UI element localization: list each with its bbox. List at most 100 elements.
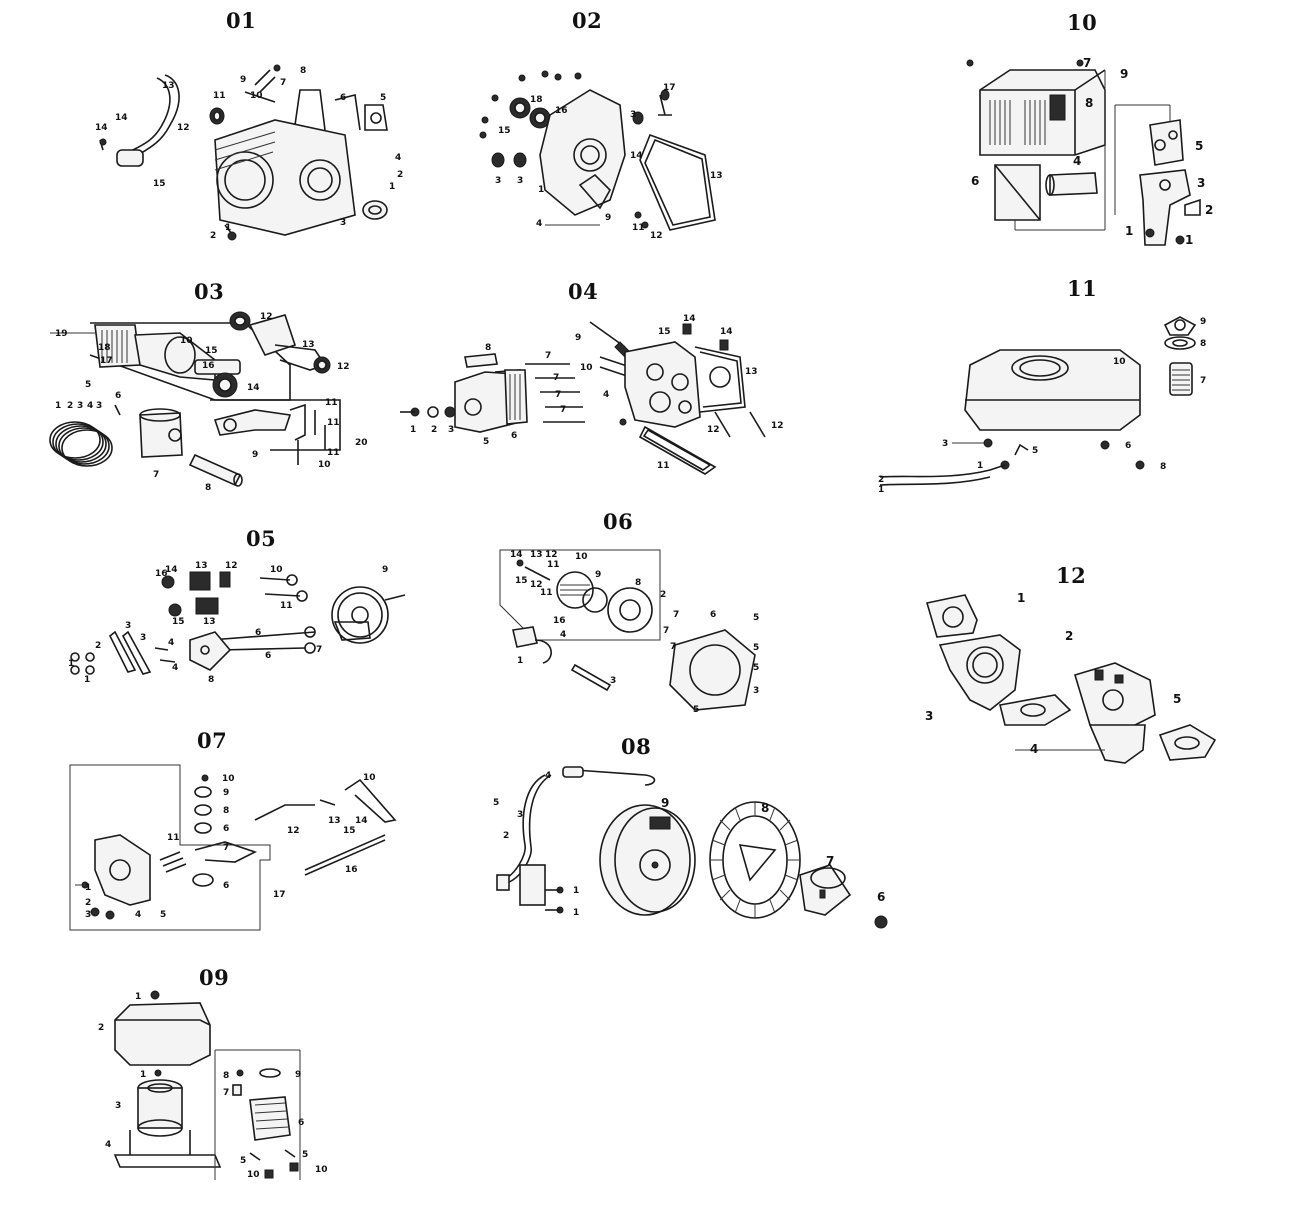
label-10-2: 2 (1205, 203, 1213, 217)
section-title-11: 11 (1067, 276, 1098, 301)
label-05-1b: 1 (84, 675, 90, 685)
label-10-4: 4 (1073, 154, 1081, 168)
label-07-11: 11 (167, 833, 180, 843)
label-03-16: 16 (202, 361, 215, 371)
label-02-12: 12 (650, 231, 663, 241)
label-10-1b: 1 (1185, 233, 1193, 247)
label-08-1b: 1 (573, 908, 579, 918)
label-09-1a: 1 (135, 992, 141, 1002)
label-03-20: 20 (355, 438, 368, 448)
label-12-5: 5 (1173, 692, 1181, 706)
label-02-11: 11 (632, 223, 645, 233)
label-04-7d: 7 (560, 405, 566, 415)
label-12-2: 2 (1065, 629, 1073, 643)
label-01-9: 9 (240, 75, 246, 85)
label-06-9: 9 (595, 570, 601, 580)
label-02-13: 13 (710, 171, 723, 181)
label-04-9: 9 (575, 333, 581, 343)
label-06-8: 8 (635, 578, 641, 588)
label-09-5a: 5 (240, 1156, 246, 1166)
label-10-9: 9 (1120, 67, 1128, 81)
label-03-15: 15 (205, 346, 218, 356)
section-title-03: 03 (194, 279, 225, 304)
label-03-8: 8 (205, 483, 211, 493)
label-08-8: 8 (761, 801, 769, 815)
label-03-9: 9 (252, 450, 258, 460)
label-07-13: 13 (328, 816, 341, 826)
label-05-4a: 4 (168, 638, 174, 648)
label-06-16: 16 (553, 616, 566, 626)
label-03-18: 18 (98, 343, 111, 353)
label-08-5: 5 (493, 798, 499, 808)
label-01-1b: 1 (225, 223, 231, 233)
diagram-05-valve-train: 16 14 13 12 15 13 10 11 9 2 3 3 4 4 6 6 … (60, 560, 415, 690)
label-03-11a: 11 (325, 398, 338, 408)
label-09-7: 7 (223, 1088, 229, 1098)
label-09-4: 4 (105, 1140, 111, 1150)
diagram-01-crankcase: 8 9 7 10 11 13 12 14 14 15 6 5 4 2 1 3 1… (85, 50, 415, 255)
label-06-7b: 7 (663, 626, 669, 636)
label-07-7: 7 (223, 843, 229, 853)
label-03-5: 5 (85, 380, 91, 390)
section-title-02: 02 (572, 8, 603, 33)
section-title-07: 07 (197, 728, 228, 753)
label-08-1a: 1 (573, 886, 579, 896)
label-02-1: 1 (538, 185, 544, 195)
label-06-13: 13 (530, 550, 543, 560)
label-12-4: 4 (1030, 742, 1038, 756)
label-02-17: 16 (555, 106, 568, 116)
label-03-11b: 11 (327, 418, 340, 428)
label-06-7c: 7 (670, 642, 676, 652)
label-07-15: 15 (343, 826, 356, 836)
section-title-05: 05 (246, 526, 277, 551)
label-06-3b: 3 (610, 676, 616, 686)
label-04-3: 3 (448, 425, 454, 435)
label-01-8: 8 (300, 66, 306, 76)
label-08-3: 3 (517, 810, 523, 820)
label-03-6: 6 (115, 391, 121, 401)
label-04-14a: 14 (683, 314, 696, 324)
label-01-14a: 14 (115, 113, 128, 123)
section-title-04: 04 (568, 279, 599, 304)
label-03-19: 19 (55, 329, 68, 339)
label-06-3a: 3 (753, 686, 759, 696)
label-09-8: 8 (223, 1071, 229, 1081)
section-title-08: 08 (621, 734, 652, 759)
label-11-6: 6 (1125, 441, 1131, 451)
label-02-16: 15 (498, 126, 511, 136)
label-05-15: 15 (172, 617, 185, 627)
label-07-17: 17 (273, 890, 286, 900)
label-01-5: 5 (380, 93, 386, 103)
label-03-4: 4 (87, 401, 93, 411)
label-01-13: 13 (162, 81, 175, 91)
label-01-11: 11 (213, 91, 226, 101)
diagram-10-muffler: 7 9 8 5 4 6 3 2 1 1 (955, 45, 1235, 250)
section-title-10: 10 (1067, 10, 1098, 35)
label-10-7: 7 (1083, 56, 1091, 70)
label-03-11c: 11 (327, 448, 340, 458)
label-06-5a: 5 (753, 613, 759, 623)
label-07-3: 3 (85, 910, 91, 920)
label-06-1: 1 (517, 656, 523, 666)
label-07-4: 4 (135, 910, 141, 920)
label-05-13b: 13 (203, 617, 216, 627)
label-10-3: 3 (1197, 176, 1205, 190)
label-02-14: 14 (630, 151, 643, 161)
section-title-09: 09 (199, 965, 230, 990)
diagram-11-fuel-tank: 9 8 7 10 3 5 6 1 8 2 1 (870, 305, 1230, 495)
label-03-10b: 10 (318, 460, 331, 470)
label-01-12: 12 (177, 123, 190, 133)
label-05-14: 14 (165, 565, 178, 575)
diagram-04-cylinder-head: 9 15 14 14 13 8 7 10 7 7 7 4 1 2 3 5 6 1… (395, 312, 790, 477)
label-07-9: 9 (223, 788, 229, 798)
label-01-14b: 14 (95, 123, 108, 133)
label-05-4b: 4 (172, 663, 178, 673)
label-12-1: 1 (1017, 591, 1025, 605)
label-05-11: 11 (280, 601, 293, 611)
label-03-3b: 3 (96, 401, 102, 411)
label-03-13: 13 (302, 340, 315, 350)
label-09-9: 9 (295, 1070, 301, 1080)
label-05-8: 8 (208, 675, 214, 685)
label-05-12: 12 (225, 561, 238, 571)
label-06-11a: 11 (547, 560, 560, 570)
